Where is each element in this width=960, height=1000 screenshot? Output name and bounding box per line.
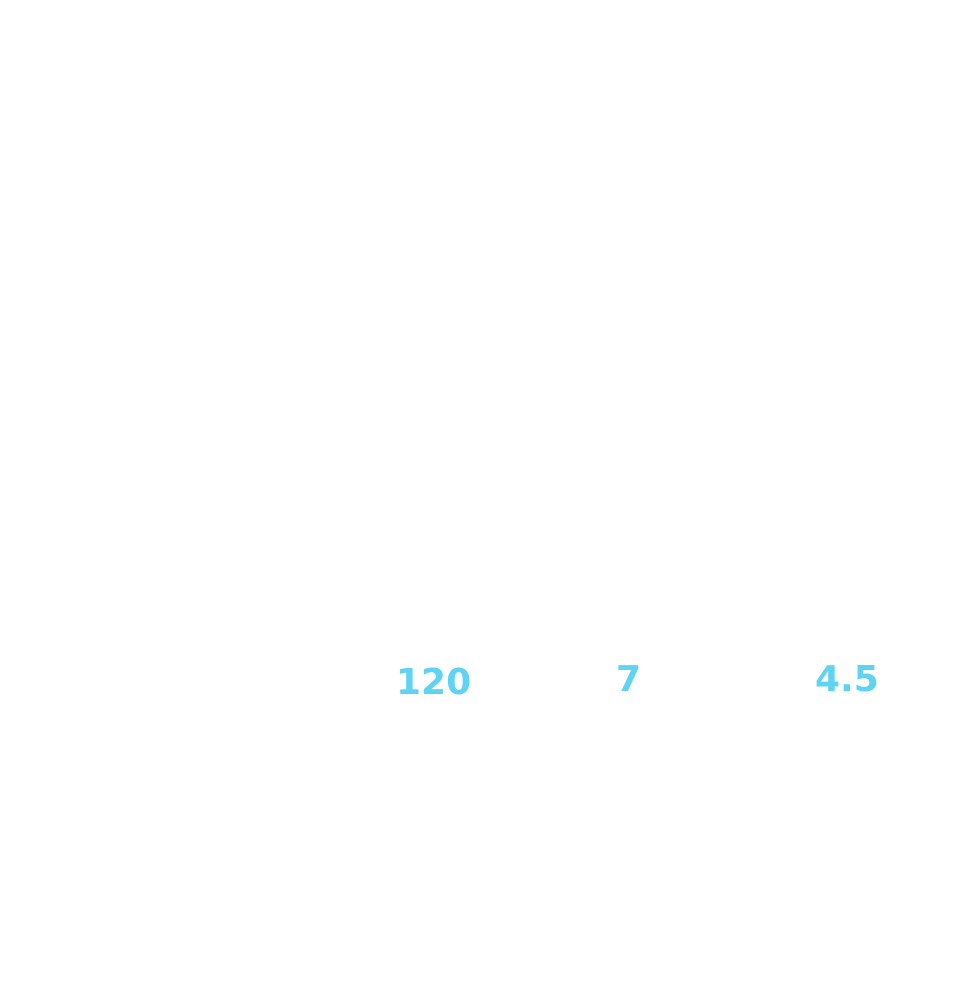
stat-value: 4.5	[815, 659, 879, 700]
stat-value: 120	[396, 662, 472, 703]
stat-value: 7	[616, 659, 642, 700]
